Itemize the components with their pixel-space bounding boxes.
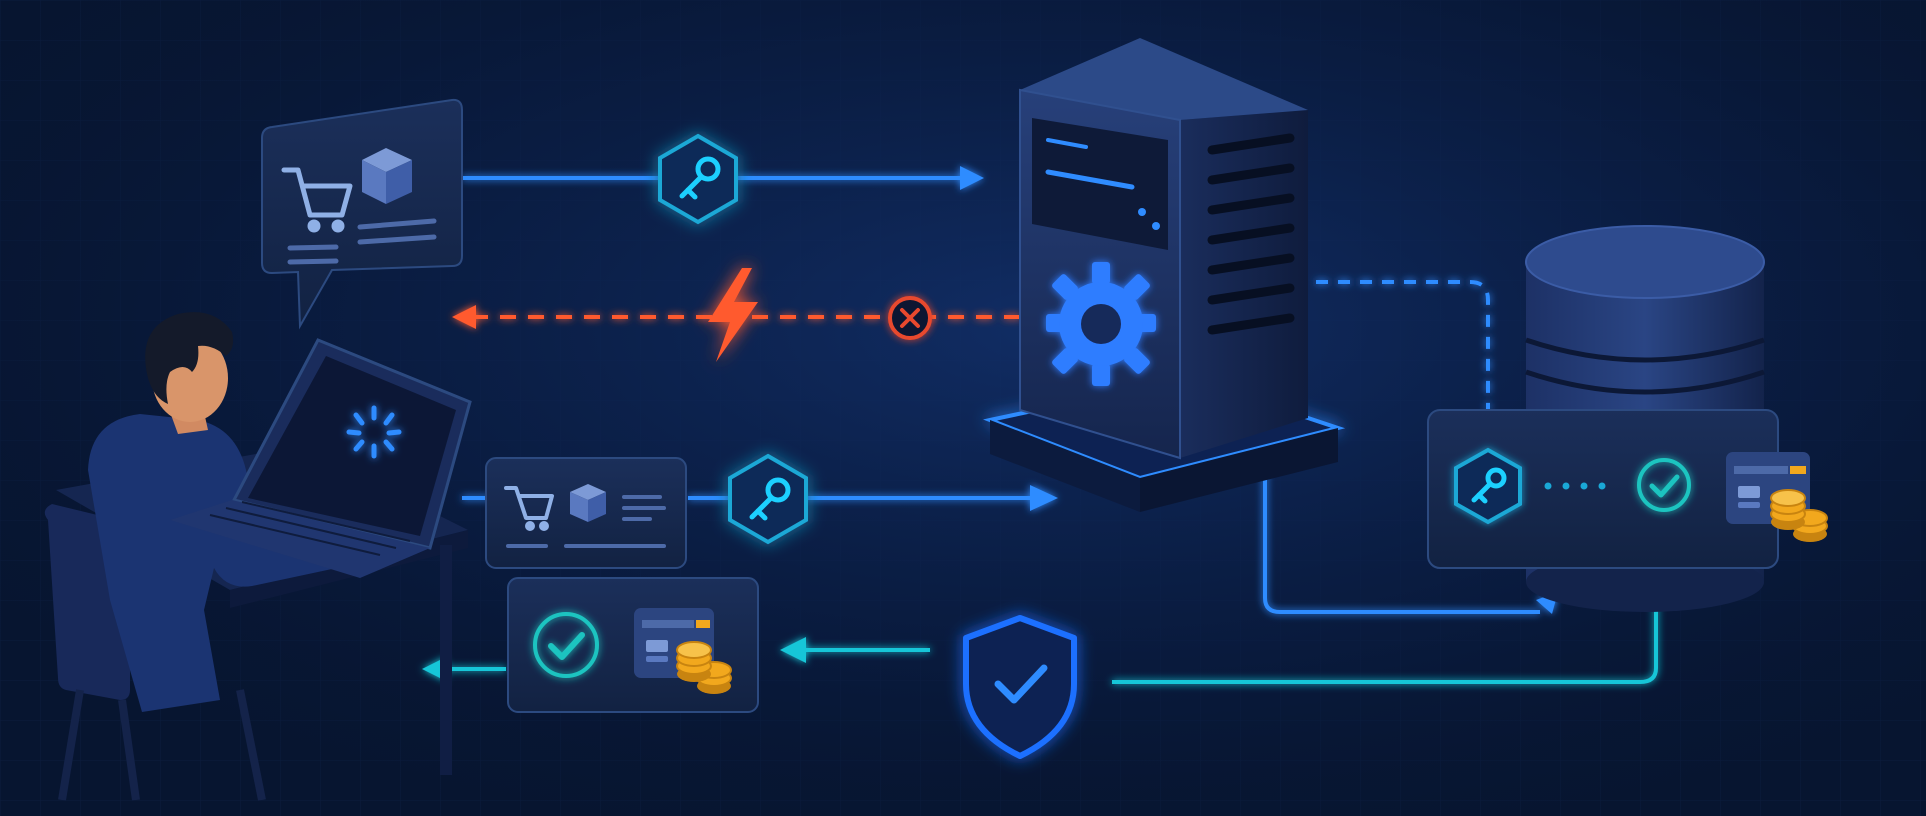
retry-order-request-panel <box>485 457 687 569</box>
order-request-bubble <box>261 98 463 330</box>
confirmation-response-line <box>780 637 930 663</box>
laptop <box>170 338 472 578</box>
user-at-laptop <box>44 312 472 801</box>
package-box-icon <box>570 484 606 522</box>
key-icon <box>1471 467 1507 504</box>
database-record-panel <box>1427 409 1828 569</box>
text-lines <box>506 495 666 548</box>
server-led <box>1152 222 1160 230</box>
record-to-verification-line <box>1112 572 1658 684</box>
lightning-icon <box>708 268 758 362</box>
keyboard <box>209 501 411 556</box>
cart-icon <box>281 167 353 233</box>
shield-check-icon <box>963 615 1077 759</box>
idempotency-key-badge-retry <box>728 453 808 545</box>
server-to-database-dashed-line <box>1316 280 1490 410</box>
key-badge <box>1454 447 1522 525</box>
error-x-icon <box>888 296 932 340</box>
cart-icon <box>504 486 554 531</box>
key-icon <box>679 156 721 200</box>
gear-icon <box>1046 262 1156 386</box>
dotted-connector <box>1544 482 1606 490</box>
check-icon <box>1637 458 1691 512</box>
server-top <box>1020 38 1308 120</box>
server-vents <box>1207 133 1295 335</box>
text-lines <box>287 218 437 265</box>
person <box>88 312 346 712</box>
server-led <box>1138 208 1146 216</box>
server-panel-top <box>1032 118 1168 250</box>
server <box>983 38 1346 512</box>
coins-icon <box>676 641 732 694</box>
check-icon <box>533 612 599 678</box>
coins-icon <box>1770 489 1828 542</box>
idempotency-key-badge-top <box>658 133 738 225</box>
package-box-icon <box>362 148 412 204</box>
server-led-bar-long <box>1045 169 1135 190</box>
loading-spinner-icon <box>346 405 402 459</box>
payment-confirmation-panel <box>507 577 759 713</box>
key-icon <box>749 477 791 521</box>
server-led-bar-short <box>1046 138 1088 149</box>
